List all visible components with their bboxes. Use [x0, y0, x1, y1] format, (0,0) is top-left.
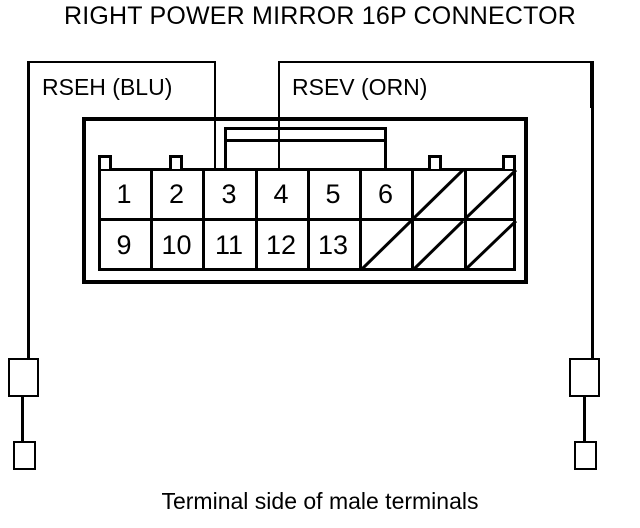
- terminal-left-link: [21, 397, 24, 441]
- terminal-right-large: [569, 358, 600, 397]
- pin-number-9: 9: [116, 230, 132, 260]
- wire-left: [27, 61, 30, 358]
- terminal-left-small: [13, 441, 36, 470]
- label-rseh: RSEH (BLU): [42, 74, 173, 100]
- keying-channel-divider: [224, 139, 387, 142]
- pin-number-1: 1: [116, 179, 132, 209]
- pin-grid-col-sep-5: [359, 168, 362, 271]
- pin-number-6: 6: [377, 179, 394, 209]
- pin-number-11: 11: [214, 230, 244, 260]
- pin-number-2: 2: [168, 179, 185, 209]
- locking-tab-1: [98, 155, 112, 169]
- terminal-right-link: [583, 397, 586, 441]
- locking-tab-3: [428, 155, 442, 169]
- pin-grid-col-sep-7: [464, 168, 467, 271]
- keying-channel: [224, 127, 387, 169]
- pin-number-10: 10: [161, 230, 192, 260]
- connector-body: [82, 117, 528, 284]
- terminal-left-large: [8, 358, 39, 397]
- terminal-right-small: [574, 441, 597, 470]
- pin-number-12: 12: [265, 230, 297, 260]
- pin-number-3: 3: [221, 179, 237, 209]
- pin-grid-col-sep-6: [411, 168, 414, 271]
- page-title: RIGHT POWER MIRROR 16P CONNECTOR: [63, 2, 576, 30]
- pin-number-13: 13: [317, 230, 349, 260]
- locking-tab-4: [502, 155, 516, 169]
- pin-grid-col-sep-4: [307, 168, 310, 271]
- leader-line-rseh-to-pin3: [214, 108, 216, 168]
- pin-grid-col-sep-2: [202, 168, 205, 271]
- blank-cavity-slashes: [360, 168, 518, 271]
- pin-grid-col-sep-1: [150, 168, 153, 271]
- pin-number-4: 4: [273, 179, 289, 209]
- pin-number-5: 5: [325, 179, 341, 209]
- wire-right: [591, 61, 594, 358]
- pin-grid-col-sep-3: [255, 168, 258, 271]
- leader-line-rsev-to-pin4: [278, 108, 280, 168]
- label-rsev: RSEV (ORN): [292, 74, 428, 100]
- caption: Terminal side of male terminals: [161, 488, 479, 514]
- pin-grid: [98, 168, 518, 271]
- locking-tab-2: [169, 155, 183, 169]
